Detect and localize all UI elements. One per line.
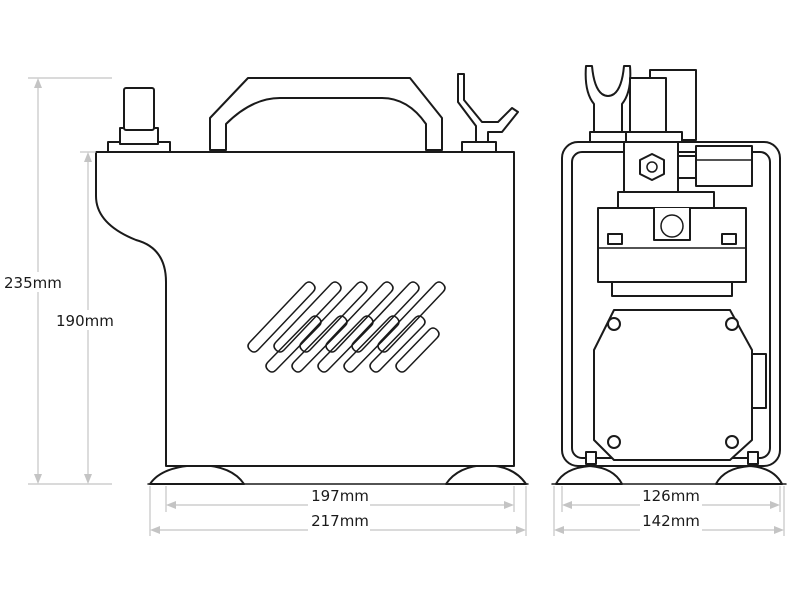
front-holder-fork [584, 65, 632, 133]
side-view [95, 73, 529, 485]
motor-bolt-br [725, 435, 739, 449]
dim-front-total-width-label: 142mm [642, 512, 700, 530]
pump-center-port [660, 214, 684, 238]
pump-bolt-right [721, 233, 737, 245]
vent-slots [247, 281, 446, 373]
motor-bolt-bl [607, 435, 621, 449]
motor-side-box [751, 353, 767, 409]
dimension-labels: 235mm 190mm 197mm 217mm 126mm 142mm [4, 272, 702, 532]
dim-total-height-label: 235mm [4, 274, 62, 292]
front-top-knob [629, 77, 667, 139]
hex-nut-bore [646, 161, 658, 173]
knob-cap [123, 87, 155, 131]
front-foot-left [555, 465, 623, 485]
carry-handle [209, 77, 443, 151]
pump-neck [617, 191, 715, 209]
dim-side-body-width-label: 197mm [311, 487, 369, 505]
dim-body-height-label: 190mm [56, 312, 114, 330]
valve-connector [677, 155, 697, 179]
pump-center-block [653, 207, 691, 241]
hex-nut [639, 153, 665, 181]
side-foot-right [445, 464, 527, 485]
motor-bolt-tr [725, 317, 739, 331]
airbrush-holder [457, 73, 519, 143]
pump-lower-collar [611, 281, 733, 297]
frame-tab-right [747, 451, 759, 465]
dim-side-total-width-label: 217mm [311, 512, 369, 530]
frame-tab-left [585, 451, 597, 465]
pump-bolt-left [607, 233, 623, 245]
pressure-switch [695, 145, 753, 187]
side-body [95, 151, 515, 467]
dim-front-body-width-label: 126mm [642, 487, 700, 505]
pump-head [597, 207, 747, 283]
front-view [551, 65, 787, 485]
front-foot-right [715, 465, 783, 485]
motor-bolt-tl [607, 317, 621, 331]
front-holder-base [589, 131, 627, 143]
side-foot-left [149, 464, 245, 485]
front-top-base [625, 131, 683, 143]
holder-base [461, 141, 497, 153]
